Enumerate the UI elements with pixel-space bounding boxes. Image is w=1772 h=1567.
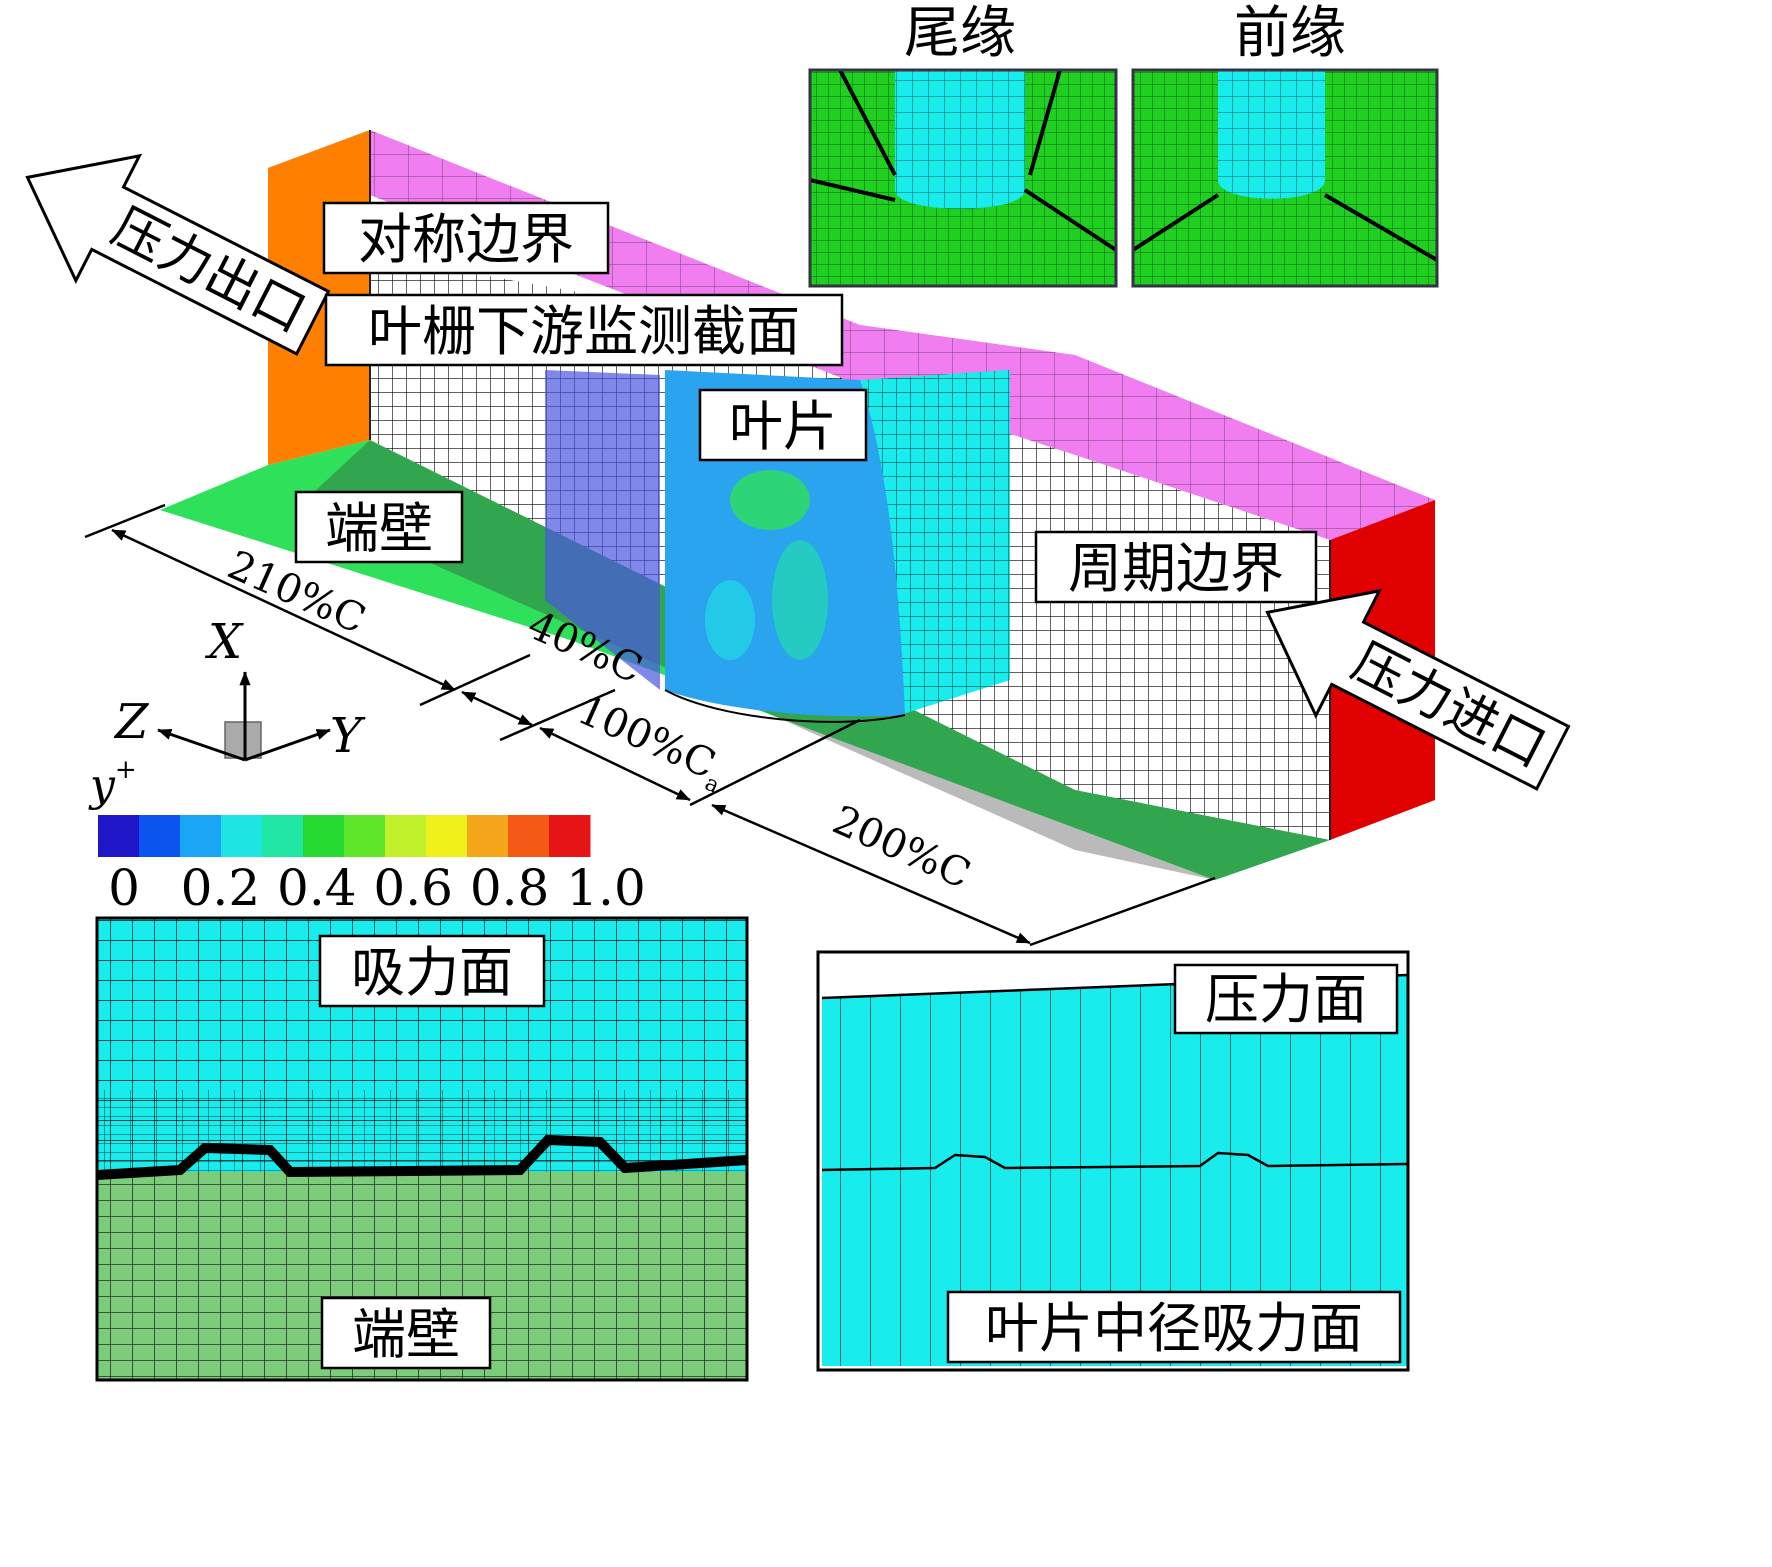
colorbar-tick-label: 0.2	[181, 859, 261, 917]
trailing-edge-title: 尾缘	[904, 1, 1016, 66]
symmetry-boundary-label: 对称边界	[322, 201, 610, 275]
monitor-plane-label: 叶栅下游监测截面	[324, 293, 844, 367]
suction-surface-label: 吸力面	[318, 934, 546, 1008]
colorbar-segment	[303, 815, 345, 857]
svg-text:周期边界: 周期边界	[1068, 537, 1284, 600]
colorbar-segment	[139, 815, 181, 857]
svg-text:叶片: 叶片	[729, 395, 837, 458]
colorbar-segment	[180, 815, 222, 857]
colorbar-segment	[508, 815, 550, 857]
colorbar-segment	[467, 815, 509, 857]
colorbar-tick-label: 0.6	[373, 859, 453, 917]
trailing-edge-inset	[808, 68, 1118, 288]
axis-x-label: X	[204, 614, 244, 670]
svg-text:端壁: 端壁	[352, 1303, 460, 1366]
colorbar-segment	[262, 815, 304, 857]
dimension-lines	[84, 503, 1216, 947]
axis-y-label: Y	[330, 708, 366, 764]
downstream-monitor-plane	[545, 370, 660, 690]
colorbar-tick-label: 0.4	[277, 859, 357, 917]
colorbar-segment	[221, 815, 263, 857]
svg-text:叶片中径吸力面: 叶片中径吸力面	[985, 1297, 1363, 1360]
colorbar-title: y+	[88, 755, 137, 811]
colorbar-tick-label: 0	[108, 859, 140, 917]
coordinate-axes: X Y Z	[113, 614, 366, 764]
periodic-boundary-label: 周期边界	[1034, 530, 1318, 604]
colorbar-tick-label: 1.0	[566, 859, 646, 917]
colorbar-segment	[426, 815, 468, 857]
colorbar-tick-label: 0.8	[470, 859, 550, 917]
leading-edge-inset	[1131, 68, 1439, 288]
pressure-surface-label: 压力面	[1173, 963, 1399, 1035]
leading-edge-title: 前缘	[1234, 1, 1346, 66]
colorbar	[98, 815, 591, 857]
midspan-suction-label: 叶片中径吸力面	[946, 1290, 1402, 1364]
blade-label: 叶片	[698, 388, 868, 462]
colorbar-segment	[385, 815, 427, 857]
endwall-inset-label: 端壁	[320, 1296, 492, 1370]
svg-text:对称边界: 对称边界	[358, 208, 574, 271]
colorbar-ticks: 0 0.2 0.4 0.6 0.8 1.0	[108, 859, 646, 917]
svg-text:吸力面: 吸力面	[351, 941, 513, 1004]
colorbar-segment	[549, 815, 591, 857]
svg-text:端壁: 端壁	[325, 497, 433, 560]
dim-200-label: 200%C	[826, 797, 977, 898]
axis-z-label: Z	[113, 694, 150, 750]
svg-text:叶栅下游监测截面: 叶栅下游监测截面	[368, 300, 800, 363]
svg-text:压力面: 压力面	[1205, 968, 1367, 1031]
colorbar-segment	[98, 815, 140, 857]
endwall-label: 端壁	[294, 490, 464, 564]
colorbar-segment	[344, 815, 386, 857]
